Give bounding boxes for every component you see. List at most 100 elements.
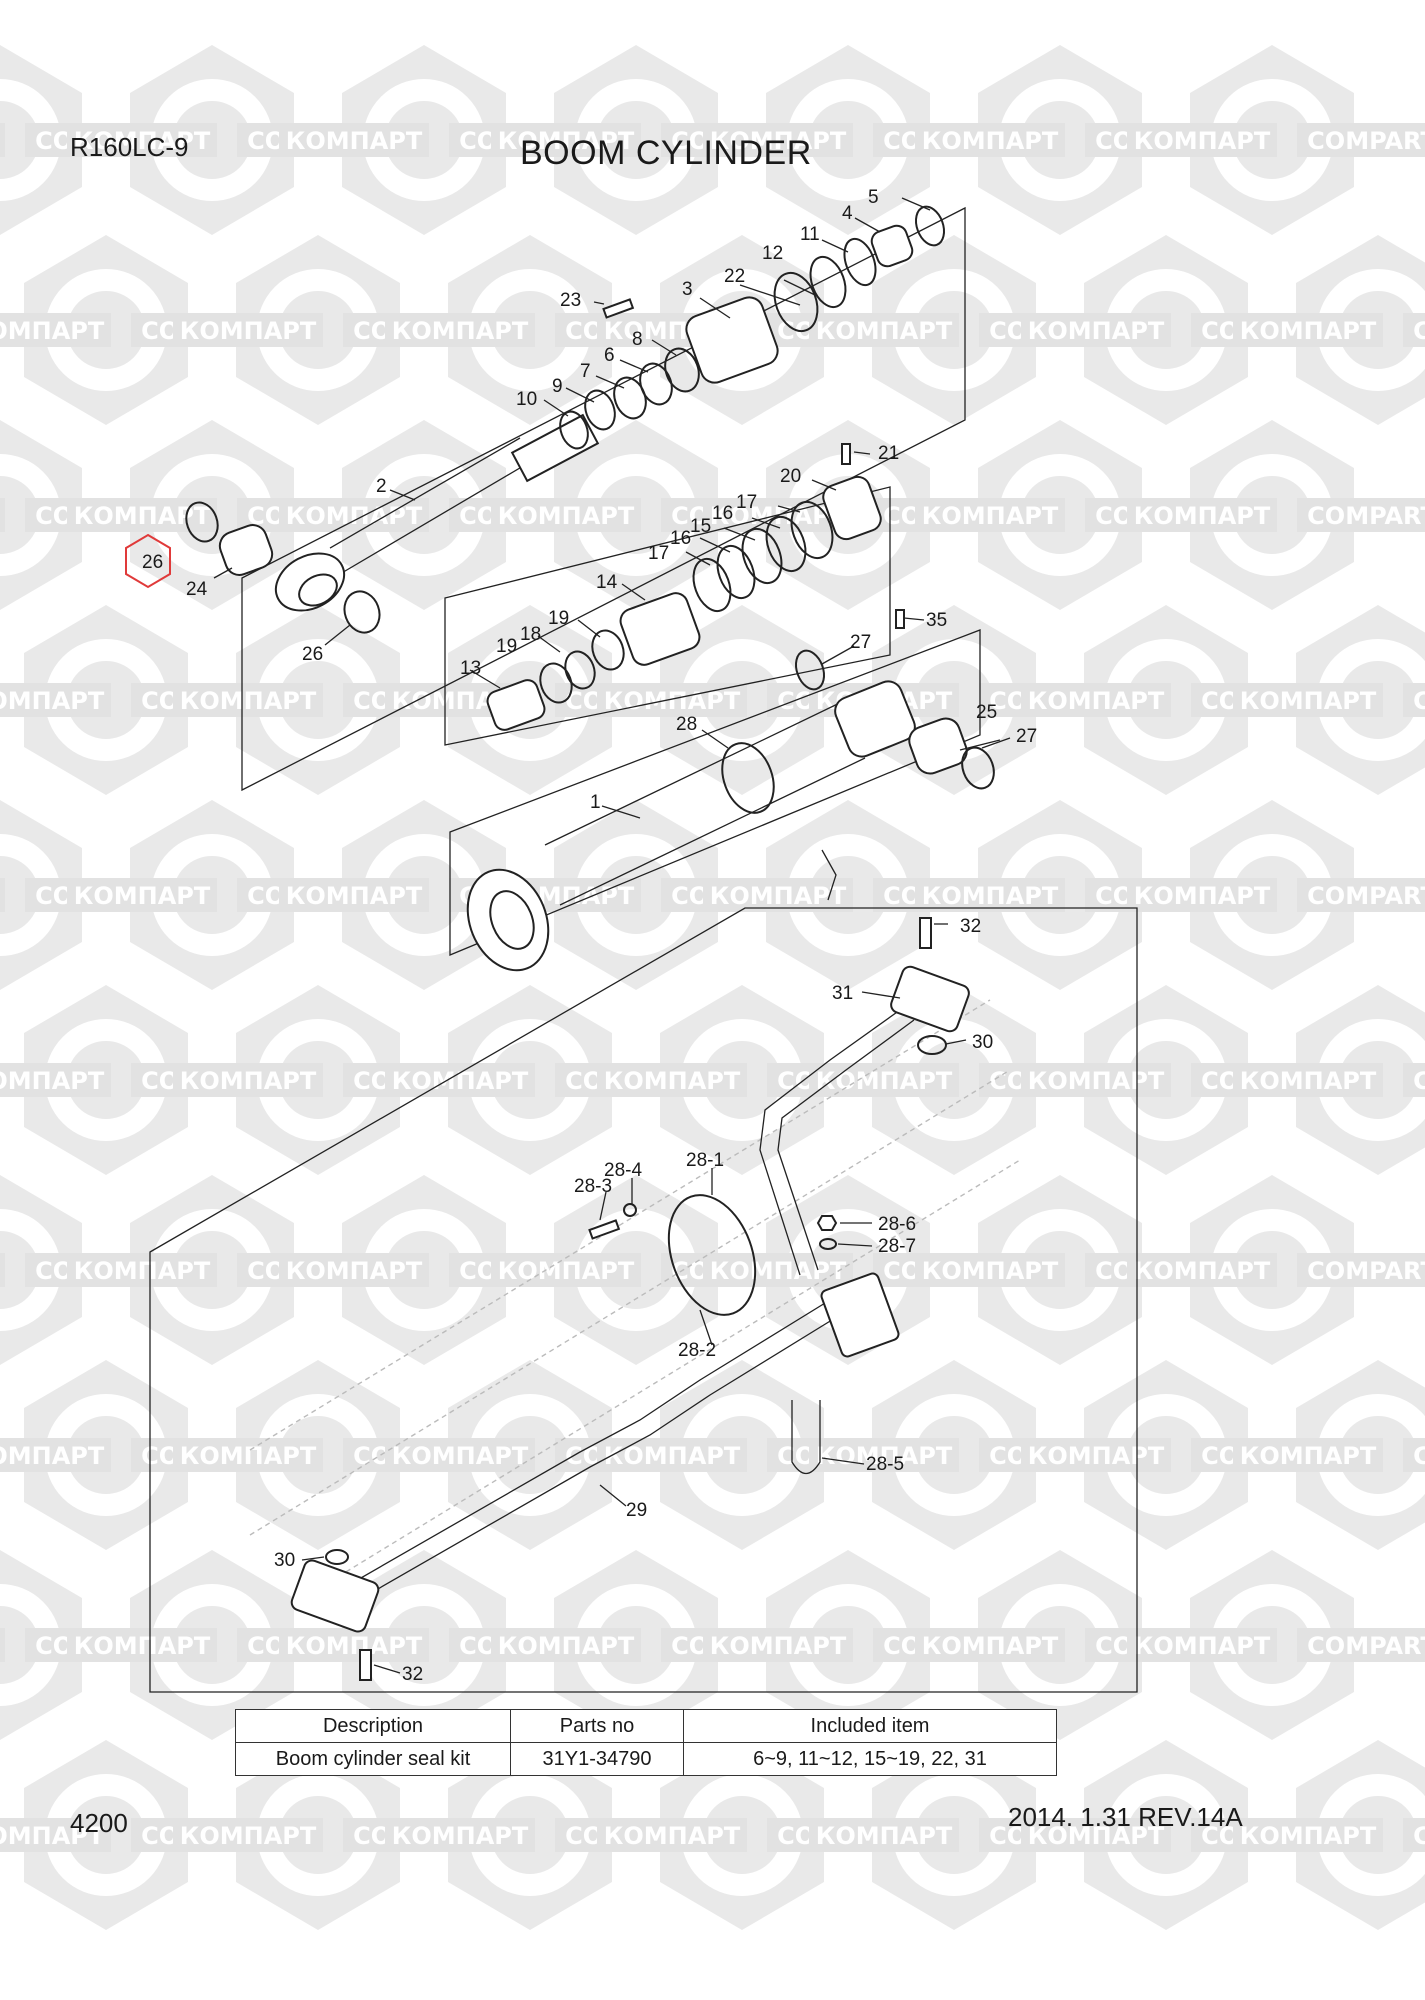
tube-frame <box>449 629 981 956</box>
watermark-band <box>491 1628 641 1662</box>
watermark-text: КОМПАРТ <box>286 1257 423 1285</box>
model-number: R160LC-9 <box>70 132 189 162</box>
part-32-upper <box>919 917 932 949</box>
watermark-band <box>385 1063 535 1097</box>
watermark-band <box>279 498 429 532</box>
watermark-text: КОМПАРТ <box>286 127 423 155</box>
watermark-band <box>385 1438 535 1472</box>
callout-28-7: 28-7 <box>878 1236 916 1257</box>
watermark-text: КОМПАРТ <box>922 1632 1059 1660</box>
column-header-description: Description <box>235 1709 511 1743</box>
watermark-text: КОМПАРТ <box>1028 687 1165 715</box>
watermark-band <box>597 1438 747 1472</box>
watermark-text: КОМПАРТ <box>392 1442 529 1470</box>
watermark-band <box>0 498 5 532</box>
watermark-band <box>0 683 111 717</box>
watermark-band <box>173 1818 323 1852</box>
watermark-band <box>67 1253 217 1287</box>
part-18 <box>564 650 596 690</box>
part-21-screw <box>841 443 851 465</box>
part-31-upper <box>917 1035 947 1055</box>
watermark-band <box>67 1628 217 1662</box>
watermark-text: КОМПАРТ <box>286 882 423 910</box>
callout-30: 31 <box>832 983 853 1004</box>
watermark-text: КОМПАРТ <box>1240 317 1377 345</box>
watermark-band <box>1233 1063 1383 1097</box>
watermark-band <box>1233 313 1383 347</box>
watermark-band <box>0 1818 111 1852</box>
watermark-band <box>809 313 959 347</box>
watermark-text: КОМПАРТ <box>816 317 953 345</box>
callout-22: 22 <box>724 266 745 287</box>
watermark-text: КОМПАРТ <box>180 687 317 715</box>
part-28-5-ubolt <box>791 1400 821 1475</box>
watermark-band <box>385 1818 535 1852</box>
watermark-text: КОМПАРТ <box>1240 687 1377 715</box>
part-35-screw <box>895 609 905 629</box>
watermark-text: КОМПАРТ <box>816 1442 953 1470</box>
watermark-text: КОМПАРТ <box>604 1442 741 1470</box>
part-19-b <box>591 629 625 671</box>
watermark-text: КОМПАРТ <box>922 127 1059 155</box>
watermark-band <box>491 498 641 532</box>
callout-12: 12 <box>762 243 783 264</box>
ghost-cylinder <box>249 999 1021 1601</box>
watermark-text: КОМПАРТ <box>180 317 317 345</box>
watermark-text: КОМПАРТ <box>604 1067 741 1095</box>
watermark-text: КОМПАРТ <box>180 1822 317 1850</box>
callout-20: 20 <box>780 466 801 487</box>
watermark-band <box>809 1438 959 1472</box>
part-25-bushing <box>908 717 968 775</box>
watermark-band <box>67 123 217 157</box>
callout-labels: 26 5 4 11 12 22 3 23 8 6 7 9 10 2 24 26 … <box>142 187 1037 1685</box>
callout-19-left: 19 <box>496 636 517 657</box>
part-16-a <box>716 544 756 600</box>
callout-17-lower: 17 <box>648 543 669 564</box>
watermark-band <box>1127 1628 1277 1662</box>
watermark-text: КОМПАРТ <box>498 1257 635 1285</box>
part-15 <box>741 527 783 585</box>
part-6 <box>639 362 673 406</box>
callout-28-5: 28-5 <box>866 1454 904 1475</box>
watermark-text: КОМПАРТ <box>392 1067 529 1095</box>
callout-14: 14 <box>596 572 618 593</box>
watermark-text: КОМПАРТ <box>74 1257 211 1285</box>
watermark-band <box>1021 1063 1171 1097</box>
watermark-text: КОМПАРТ <box>180 1442 317 1470</box>
part-20-nut <box>822 475 882 541</box>
watermark-band <box>173 1063 323 1097</box>
part-28-6-nut <box>816 1215 838 1231</box>
part-17-b <box>790 500 834 560</box>
watermark-band <box>0 1628 5 1662</box>
watermark-band <box>809 1063 959 1097</box>
watermark-band <box>915 1253 1065 1287</box>
callout-26-highlight: 26 <box>142 552 163 573</box>
part-17-a <box>692 557 732 613</box>
watermark-band <box>915 878 1065 912</box>
callout-27-upper: 27 <box>850 632 871 653</box>
part-28-7-washer <box>819 1238 837 1250</box>
watermark-text: COMPART <box>1413 687 1425 715</box>
cell-included-item: 6~9, 11~12, 15~19, 22, 31 <box>683 1742 1057 1776</box>
watermark-band <box>279 1628 429 1662</box>
watermark-text: КОМПАРТ <box>1240 1067 1377 1095</box>
callout-28-2: 28-2 <box>678 1340 716 1361</box>
part-28-3-bolt <box>588 1219 621 1240</box>
watermark-text: COMPART <box>1413 1822 1425 1850</box>
watermark-text: КОМПАРТ <box>0 1822 105 1850</box>
watermark-band <box>809 1818 959 1852</box>
watermark-band <box>1127 498 1277 532</box>
bracket-block <box>820 1272 900 1358</box>
part-8 <box>664 347 700 393</box>
callout-17-upper: 17 <box>736 492 757 513</box>
cell-parts-no: 31Y1-34790 <box>510 1742 684 1776</box>
part-30-pipe-edge <box>777 1019 915 1271</box>
revision-date: 2014. 1.31 REV.14A <box>1008 1802 1243 1832</box>
watermark-text: КОМПАРТ <box>392 1822 529 1850</box>
watermark-text: КОМПАРТ <box>604 687 741 715</box>
tube-part <box>466 680 916 972</box>
flange-upper <box>890 965 970 1033</box>
watermark-band <box>915 498 1065 532</box>
callout-23: 23 <box>560 290 581 311</box>
